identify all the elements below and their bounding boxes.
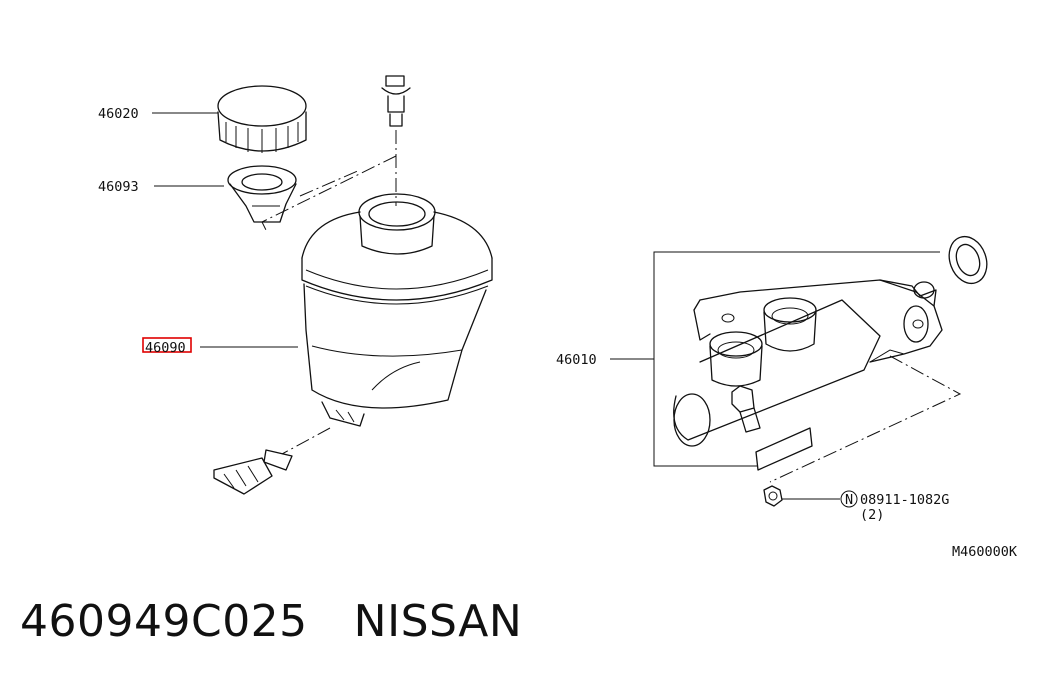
strainer-dash-line — [261, 155, 397, 231]
nut-part-label: 08911-1082G — [860, 492, 949, 508]
nut-symbol-circle — [840, 490, 858, 508]
reservoir-cap-drawing — [217, 85, 307, 153]
strainer-part-label: 46093 — [98, 179, 139, 195]
nut-symbol-text: N — [845, 492, 853, 508]
caption: 460949C025 NISSAN — [20, 596, 522, 647]
o-ring-drawing — [948, 235, 988, 285]
nut-drawing — [763, 485, 783, 507]
cap-part-label: 46020 — [98, 106, 139, 122]
reservoir-tank-drawing — [301, 193, 493, 427]
strainer-drawing — [227, 165, 297, 223]
connector-plug-drawing — [213, 449, 293, 495]
parts-diagram: 46020 46093 46090 — [98, 75, 1018, 560]
figure-code-label: M460000K — [952, 544, 1018, 560]
plug-dash-line — [281, 427, 331, 455]
brand-caption: NISSAN — [353, 596, 523, 647]
part-number-caption: 460949C025 — [20, 596, 308, 647]
reservoir-part-label: 46090 — [145, 340, 186, 356]
master-cylinder-part-label: 46010 — [556, 352, 597, 368]
nut-dash-line — [769, 355, 962, 483]
cap-dash-line — [299, 169, 361, 197]
grommet-pin-drawing — [381, 75, 411, 127]
nut-quantity-label: (2) — [860, 507, 884, 523]
highlight-box — [142, 337, 192, 353]
master-cylinder-drawing — [673, 279, 943, 447]
label-plate-drawing — [755, 427, 813, 471]
